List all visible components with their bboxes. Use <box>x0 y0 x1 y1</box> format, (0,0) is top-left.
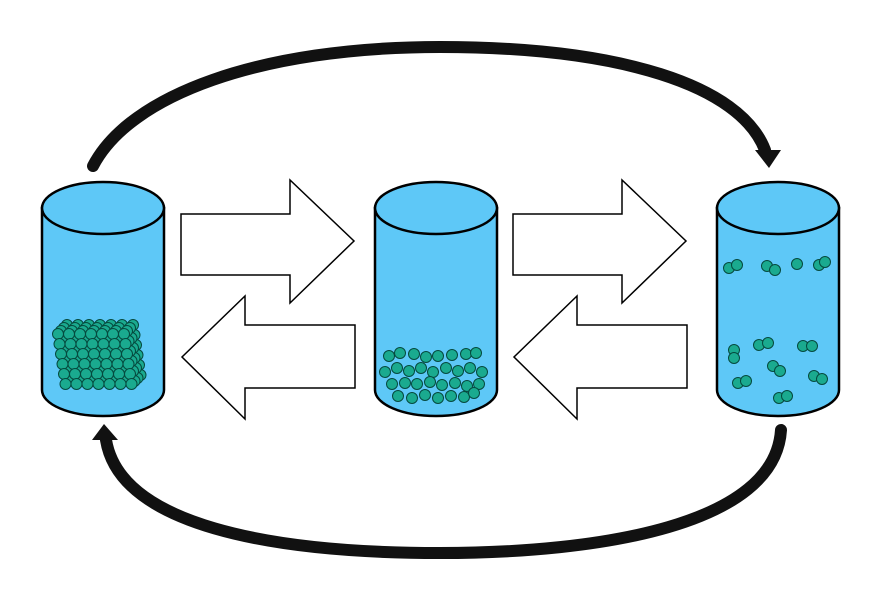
solid-container <box>40 180 166 418</box>
solid-particle <box>88 348 100 360</box>
gas-particle <box>762 337 774 349</box>
liquid-particle <box>446 349 458 361</box>
solid-particle <box>70 378 83 390</box>
liquid-particle <box>436 379 448 391</box>
gas-particle <box>774 365 786 377</box>
arrow-solid-to-gas-top <box>87 40 781 172</box>
liquid-particle <box>399 377 411 389</box>
liquid-particle <box>458 391 470 403</box>
liquid-particle <box>468 387 480 399</box>
solid-particle <box>125 378 138 390</box>
solid-particle <box>102 368 114 380</box>
liquid-particle <box>440 362 452 374</box>
solid-particle <box>52 328 64 340</box>
arrow-gas-to-solid-bottom <box>92 424 787 560</box>
solid-particle <box>78 358 91 370</box>
liquid-particle <box>383 350 395 362</box>
solid-particle <box>67 358 80 370</box>
liquid-particle <box>427 366 439 378</box>
liquid-particle <box>461 380 473 392</box>
liquid-particle <box>394 347 406 359</box>
solid-particle <box>63 328 75 340</box>
solid-particle <box>97 338 110 350</box>
liquid-particle <box>424 376 436 388</box>
solid-particle <box>53 338 66 350</box>
liquid-particle <box>403 365 415 377</box>
liquid-container <box>373 180 499 418</box>
liquid-particle <box>406 392 418 404</box>
liquid-particles <box>379 347 488 404</box>
solid-particle <box>114 378 127 390</box>
solid-particle <box>56 358 69 370</box>
arrow-gas-to-liquid <box>512 294 688 421</box>
liquid-particle <box>476 366 488 378</box>
solid-particle <box>59 378 72 390</box>
liquid-particle <box>432 350 444 362</box>
liquid-particle <box>419 389 431 401</box>
gas-container <box>715 180 841 418</box>
arrow-liquid-to-gas <box>512 178 688 305</box>
liquid-particle <box>392 390 404 402</box>
solid-particle <box>66 348 78 360</box>
solid-particle <box>96 328 108 340</box>
liquid-particle <box>411 378 423 390</box>
arrow-liquid-to-solid <box>180 294 356 421</box>
liquid-particle <box>473 378 485 390</box>
solid-particle <box>74 328 86 340</box>
solid-particle <box>75 338 88 350</box>
solid-particle <box>77 348 89 360</box>
liquid-particle <box>379 366 391 378</box>
gas-particle <box>769 264 781 276</box>
gas-particle <box>731 259 743 271</box>
solid-particle <box>81 378 94 390</box>
solid-particle <box>110 348 122 360</box>
solid-particle <box>118 328 130 340</box>
solid-particle <box>108 338 121 350</box>
gas-particle <box>806 340 818 352</box>
liquid-particle <box>432 392 444 404</box>
solid-particle <box>86 338 99 350</box>
liquid-particle <box>460 348 472 360</box>
liquid-particle <box>470 347 482 359</box>
solid-particle <box>107 328 119 340</box>
solid-particle <box>103 378 116 390</box>
liquid-particle <box>415 362 427 374</box>
solid-particle <box>121 348 133 360</box>
solid-particle <box>113 368 125 380</box>
gas-particle <box>816 373 828 385</box>
solid-particle <box>58 368 70 380</box>
gas-particle <box>781 390 793 402</box>
liquid-particle <box>452 365 464 377</box>
gas-particle <box>791 258 803 270</box>
solid-particle <box>64 338 77 350</box>
solid-particle <box>124 368 136 380</box>
solid-particle <box>91 368 103 380</box>
solid-particle <box>85 328 97 340</box>
gas-particle <box>740 375 752 387</box>
gas-particle <box>819 256 831 268</box>
solid-particle <box>119 338 132 350</box>
solid-particles <box>52 319 147 390</box>
solid-particle <box>122 358 135 370</box>
solid-particle <box>55 348 67 360</box>
liquid-particle <box>386 378 398 390</box>
gas-particle <box>728 352 740 364</box>
solid-particle <box>100 358 113 370</box>
gas-particles <box>723 256 831 404</box>
liquid-particle <box>391 362 403 374</box>
arrow-solid-to-liquid <box>180 178 356 305</box>
liquid-particle <box>420 351 432 363</box>
solid-particle <box>99 348 111 360</box>
solid-particle <box>69 368 81 380</box>
liquid-particle <box>464 362 476 374</box>
solid-particle <box>89 358 102 370</box>
liquid-particle <box>449 377 461 389</box>
solid-particle <box>92 378 105 390</box>
liquid-particle <box>445 390 457 402</box>
solid-particle <box>111 358 124 370</box>
liquid-particle <box>408 348 420 360</box>
solid-particle <box>80 368 92 380</box>
